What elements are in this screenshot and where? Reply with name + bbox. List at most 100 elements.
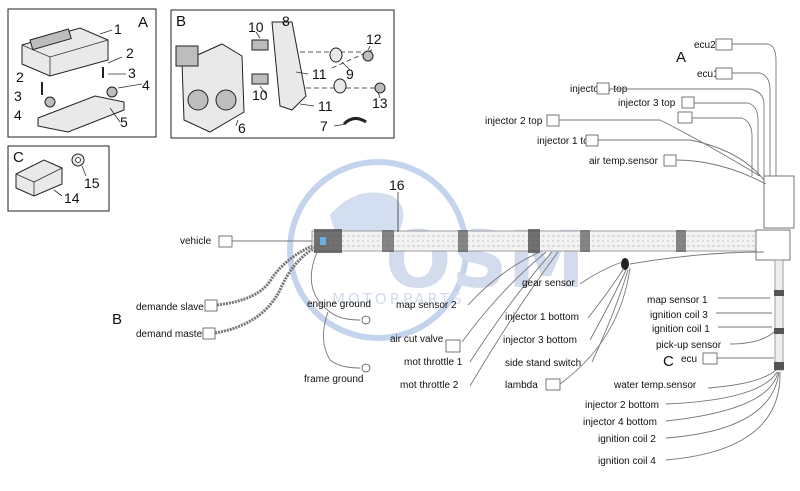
harness-right-clamp [755,229,791,261]
wire-side-stand-switch [591,269,629,363]
callout-9: 9 [346,66,354,82]
leader-7 [333,123,347,127]
connector-unlabeled [677,111,693,124]
panel-a-letter: A [138,14,148,31]
leader-10b [259,85,267,95]
throttle-port-left [187,89,209,111]
tape-wrap-5 [580,230,590,252]
callout-13: 13 [372,95,388,111]
label-injector-1-top: injector 1 top [537,136,595,147]
connector-demande-slave [204,299,218,312]
label-engine-ground: engine ground [307,299,371,310]
nut-12 [362,50,374,62]
leader-4 [117,83,143,89]
label-injector-1-bottom: injector 1 bottom [505,312,579,323]
wire-injector-2-bottom [665,371,778,405]
wire-unlabeled [692,117,753,176]
label-map-sensor-1: map sensor 1 [647,295,708,306]
label-mot-throttle-2: mot throttle 2 [400,380,459,391]
grommet-right [106,86,118,98]
wire-injector-2-top [559,119,761,177]
connector-injector-3-top [681,96,695,109]
label-B: B [112,311,122,328]
wire-ecu2 [732,43,777,176]
ring-terminal-engine-ground [361,315,371,325]
callout-1: 1 [114,21,122,37]
wire-ignition-coil-4 [665,371,781,461]
wire-demand-master [214,246,315,335]
harness-trunk: 16 [311,175,795,371]
label-ignition-coil-1: ignition coil 1 [652,324,710,335]
leader-15 [81,165,87,177]
bushing-top [251,39,269,51]
label-ignition-coil-2: ignition coil 2 [598,434,656,445]
label-mot-throttle-1: mot throttle 1 [404,357,463,368]
connector-ecu2 [715,38,733,51]
label-frame-ground: frame ground [304,374,363,385]
label-air-cut-valve: air cut valve [390,334,444,345]
leader-12 [367,45,371,51]
washer-lower [333,78,347,94]
callout-16: 16 [389,177,405,193]
clip-7 [342,117,367,126]
wire-ignition-coil-2 [665,371,780,439]
down-branch-tape-1 [774,290,784,296]
tape-wrap-3 [458,230,468,252]
label-ecu: ecu [681,354,697,365]
tape-wrap-1 [314,229,342,253]
wire-injector-1-top [598,139,765,181]
label-injector-4-bottom: injector 4 bottom [583,417,657,428]
label-side-stand-switch: side stand switch [505,358,581,369]
wire-engine-ground [310,249,361,321]
label-ecu1: ecu1 [697,69,719,80]
leader-14 [53,189,63,197]
label-lambda: lambda [505,380,538,391]
connector-demand-master [202,327,216,340]
callout-12: 12 [366,31,382,47]
callout-6: 6 [238,120,246,136]
grommet-15-hole [75,157,81,163]
connector-ecu1 [715,67,733,80]
harness-blue-marker [320,237,326,245]
leader-2 [107,56,123,64]
down-branch-tape-3 [774,362,784,370]
wire-mot-throttle-2 [469,251,559,387]
wire-pick-up-sensor [729,331,775,345]
wire-injector-3-top [694,102,759,176]
wire-injector-3-bottom [589,269,627,341]
throttle-port-right [215,89,237,111]
bushing-bottom [251,73,269,85]
label-injector-3-top: injector 3 top [618,98,676,109]
bolt-13 [374,82,386,94]
connector-vehicle [218,235,233,248]
leader-11a [295,71,309,75]
leader-9 [341,61,351,71]
wire-air-temp-sensor [675,159,767,185]
wire-mot-throttle-1 [469,251,553,363]
watermark-subtitle: MOTORPARTS [332,290,465,308]
leader-13 [377,91,381,99]
wire-gear-sensor [579,261,623,285]
leader-11b [299,103,315,107]
label-ecu2: ecu2 [694,40,716,51]
label-ignition-coil-4: ignition coil 4 [598,456,656,467]
panel-c: C 14 15 [7,145,110,212]
label-gear-sensor: gear sensor [522,278,575,289]
leader-5 [109,107,121,123]
module-14-edges [15,167,63,196]
connector-injector-2-top [546,114,560,127]
wire-right-bundle [629,251,765,265]
connector-lambda [545,378,561,391]
label-map-sensor-2: map sensor 2 [396,300,457,311]
callout-5: 5 [120,114,128,130]
panel-c-letter: C [13,149,24,166]
wire-frame-ground [323,311,361,369]
leader-10a [255,31,261,39]
ecu-bracket [37,95,125,133]
callout-14: 14 [64,190,80,206]
label-A: A [676,49,686,66]
callout-3b: 3 [128,65,136,81]
wire-demande-slave [216,244,313,307]
wire-injector-4-top [609,88,765,176]
